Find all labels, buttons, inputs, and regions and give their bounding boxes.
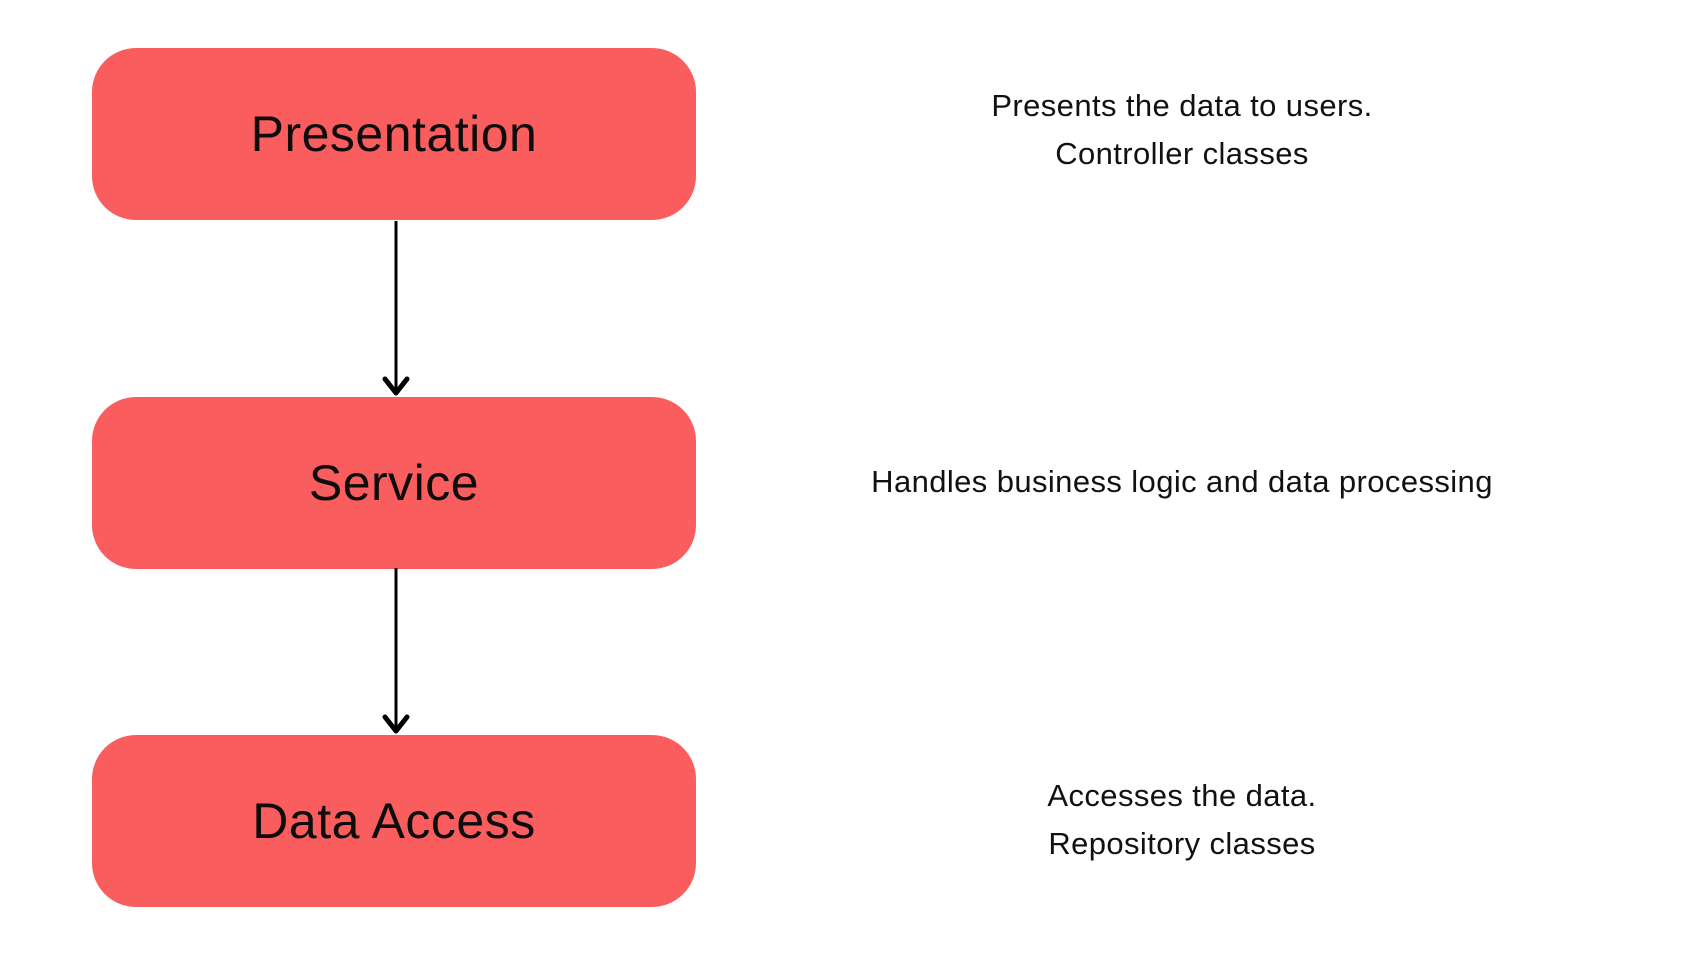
arrow-down-service-to-data-access-icon	[382, 568, 410, 734]
annotation-line: Handles business logic and data processi…	[871, 464, 1493, 499]
service-annotation: Handles business logic and data processi…	[782, 458, 1582, 506]
presentation-layer-box: Presentation	[92, 48, 696, 220]
annotation-line: Accesses the data.	[1047, 778, 1317, 813]
presentation-annotation: Presents the data to users. Controller c…	[782, 82, 1582, 178]
service-layer-label: Service	[308, 455, 480, 511]
annotation-line: Controller classes	[1055, 136, 1309, 171]
data-access-layer-box: Data Access	[92, 735, 696, 907]
annotation-line: Presents the data to users.	[991, 88, 1373, 123]
service-layer-box: Service	[92, 397, 696, 569]
annotation-line: Repository classes	[1048, 826, 1316, 861]
data-access-layer-label: Data Access	[252, 793, 536, 849]
arrow-down-presentation-to-service-icon	[382, 221, 410, 396]
presentation-layer-label: Presentation	[250, 106, 538, 162]
data-access-annotation: Accesses the data. Repository classes	[782, 772, 1582, 868]
